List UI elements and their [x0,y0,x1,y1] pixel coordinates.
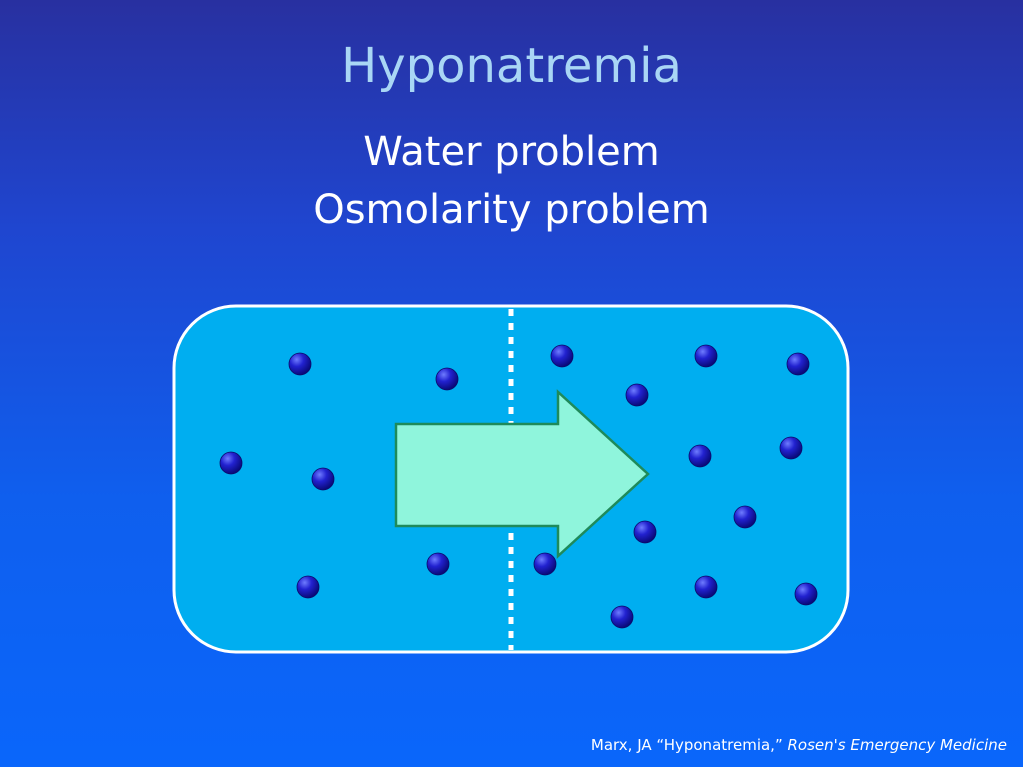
right-particle [550,344,574,368]
subtitle-osmolarity-problem: Osmolarity problem [313,187,710,233]
left-compartment-particles [219,352,459,599]
right-particle [733,505,757,529]
right-particle [688,444,712,468]
citation-source: Rosen's Emergency Medicine [787,736,1008,754]
right-compartment-particles [533,344,818,629]
right-particle [625,383,649,407]
citation-author: Marx, JA “Hyponatremia,” [590,736,783,754]
slide-title: Hyponatremia [341,38,682,94]
left-particle [426,552,450,576]
left-particle [296,575,320,599]
right-particle [794,582,818,606]
right-particle [779,436,803,460]
right-particle [694,344,718,368]
citation: Marx, JA “Hyponatremia,” Rosen's Emergen… [591,736,1007,754]
right-particle [533,552,557,576]
right-particle [633,520,657,544]
left-particle [311,467,335,491]
left-particle [435,367,459,391]
water-flow-arrow [394,389,650,559]
left-particle [288,352,312,376]
right-particle [694,575,718,599]
right-particle [610,605,634,629]
right-particle [786,352,810,376]
left-particle [219,451,243,475]
subtitle-water-problem: Water problem [363,129,660,175]
